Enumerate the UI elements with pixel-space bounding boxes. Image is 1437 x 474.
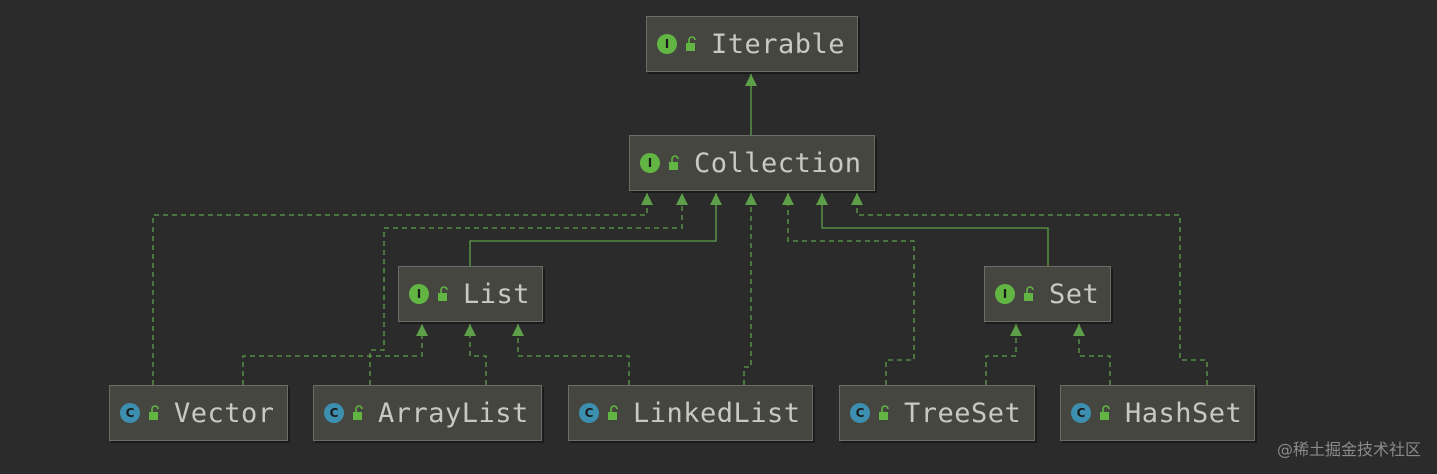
edge-hashset-to-set (1073, 324, 1111, 385)
class-icon: C (1071, 403, 1091, 423)
node-label: Iterable (711, 28, 846, 60)
class-icon: C (120, 403, 140, 423)
arrowhead (782, 193, 794, 205)
node-label: LinkedList (633, 397, 801, 429)
node-list[interactable]: I List (398, 266, 543, 322)
unlock-icon (686, 36, 696, 51)
arrowhead (745, 193, 757, 205)
unlock-icon (669, 155, 679, 170)
node-label: ArrayList (378, 397, 529, 429)
interface-icon: I (995, 284, 1015, 304)
arrowhead (641, 193, 653, 205)
node-label: Vector (174, 397, 275, 429)
unlock-icon (438, 286, 448, 301)
node-label: Set (1049, 278, 1100, 310)
node-treeset[interactable]: C TreeSet (839, 385, 1035, 441)
node-linkedlist[interactable]: C LinkedList (568, 385, 813, 441)
edge-treeset-to-collection (782, 193, 915, 385)
edge-collection-to-iterable (745, 74, 757, 135)
node-iterable[interactable]: I Iterable (646, 16, 858, 72)
node-arraylist[interactable]: C ArrayList (313, 385, 542, 441)
node-set[interactable]: I Set (984, 266, 1111, 322)
edge-arraylist-to-list (464, 324, 487, 385)
node-label: TreeSet (904, 397, 1022, 429)
watermark: @稀土掘金技术社区 (1276, 440, 1421, 459)
edge-vector-to-collection (152, 193, 653, 385)
unlock-icon (879, 405, 889, 420)
edge-linkedlist-to-collection (743, 193, 757, 385)
edge-list-to-collection (469, 193, 722, 266)
arrowhead (851, 193, 863, 205)
edge-hashset-to-collection (851, 193, 1208, 385)
interface-icon: I (657, 34, 677, 54)
interface-icon: I (409, 284, 429, 304)
unlock-icon (1024, 286, 1034, 301)
arrowhead (1073, 324, 1085, 336)
node-label: HashSet (1125, 397, 1243, 429)
arrowhead (1010, 324, 1022, 336)
arrowhead (745, 74, 757, 86)
arrowhead (816, 193, 828, 205)
arrowhead (512, 324, 524, 336)
class-icon: C (850, 403, 870, 423)
unlock-icon (608, 405, 618, 420)
edge-treeset-to-set (985, 324, 1022, 385)
arrowhead (464, 324, 476, 336)
class-icon: C (324, 403, 344, 423)
node-label: Collection (694, 147, 862, 179)
node-vector[interactable]: C Vector (109, 385, 288, 441)
interface-icon: I (640, 153, 660, 173)
class-icon: C (579, 403, 599, 423)
node-collection[interactable]: I Collection (629, 135, 875, 191)
unlock-icon (1100, 405, 1110, 420)
arrowhead (416, 324, 428, 336)
node-hashset[interactable]: C HashSet (1060, 385, 1255, 441)
arrowhead (676, 193, 688, 205)
node-label: List (463, 278, 531, 310)
arrowhead (710, 193, 722, 205)
unlock-icon (353, 405, 363, 420)
unlock-icon (149, 405, 159, 420)
edge-vector-to-list (242, 324, 428, 385)
edge-linkedlist-to-list (512, 324, 630, 385)
edge-set-to-collection (816, 193, 1049, 266)
